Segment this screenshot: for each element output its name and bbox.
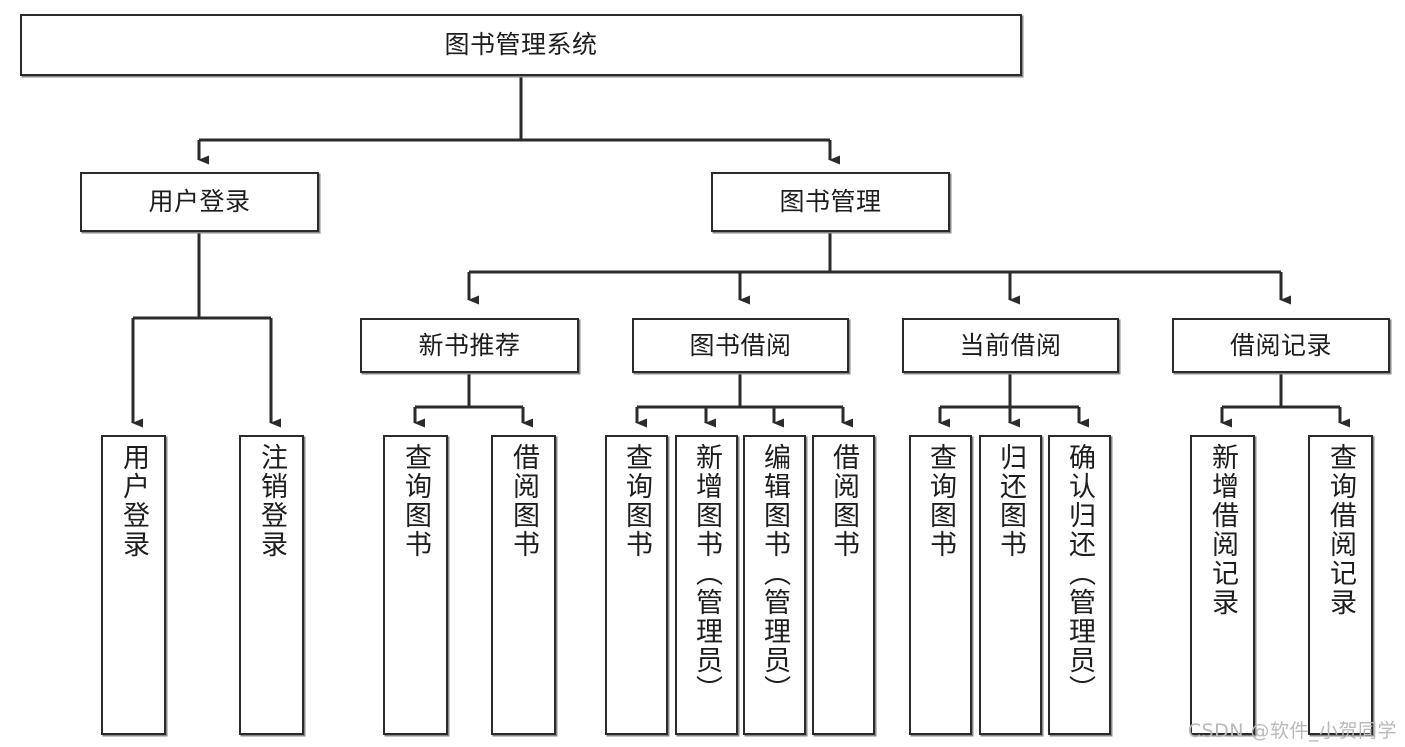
node-book-borrow[interactable]: 图书借阅 bbox=[632, 318, 849, 373]
node-book-borrow-label: 图书借阅 bbox=[689, 330, 792, 360]
node-leaf-borrow-book-label: 借阅图书 bbox=[828, 443, 859, 559]
node-leaf-add-book-admin-label: 新增图书（管理员） bbox=[691, 443, 722, 704]
csdn-watermark: CSDN @软件_小贺同学 bbox=[1187, 720, 1397, 742]
node-root-system-label: 图书管理系统 bbox=[444, 30, 598, 60]
node-leaf-query-borrow-record[interactable]: 查询借阅记录 bbox=[1308, 435, 1373, 735]
node-current-borrow[interactable]: 当前借阅 bbox=[902, 318, 1119, 373]
node-leaf-current-query-book-label: 查询图书 bbox=[925, 443, 956, 559]
node-leaf-borrow-query-book-label: 查询图书 bbox=[621, 443, 652, 559]
node-user-login-label: 用户登录 bbox=[148, 187, 251, 217]
node-leaf-edit-book-admin[interactable]: 编辑图书（管理员） bbox=[743, 435, 806, 735]
node-leaf-query-borrow-record-label: 查询借阅记录 bbox=[1325, 443, 1356, 617]
node-new-book-recommend-label: 新书推荐 bbox=[418, 330, 521, 360]
node-leaf-user-login-label: 用户登录 bbox=[118, 443, 149, 559]
node-leaf-add-borrow-record-label: 新增借阅记录 bbox=[1207, 443, 1238, 617]
node-book-management-label: 图书管理 bbox=[779, 187, 882, 217]
node-book-management[interactable]: 图书管理 bbox=[711, 172, 950, 232]
node-leaf-recommend-borrow-book[interactable]: 借阅图书 bbox=[491, 435, 556, 735]
node-leaf-recommend-query-book[interactable]: 查询图书 bbox=[383, 435, 448, 735]
node-leaf-add-borrow-record[interactable]: 新增借阅记录 bbox=[1190, 435, 1255, 735]
node-leaf-confirm-return-admin-label: 确认归还（管理员） bbox=[1064, 443, 1095, 704]
node-leaf-user-login[interactable]: 用户登录 bbox=[101, 435, 166, 735]
node-leaf-return-book-label: 归还图书 bbox=[995, 443, 1026, 559]
node-leaf-logout-label: 注销登录 bbox=[256, 443, 287, 559]
node-leaf-add-book-admin[interactable]: 新增图书（管理员） bbox=[675, 435, 738, 735]
node-leaf-borrow-query-book[interactable]: 查询图书 bbox=[605, 435, 668, 735]
node-leaf-recommend-borrow-book-label: 借阅图书 bbox=[508, 443, 539, 559]
node-leaf-borrow-book[interactable]: 借阅图书 bbox=[812, 435, 875, 735]
node-leaf-current-query-book[interactable]: 查询图书 bbox=[909, 435, 972, 735]
node-leaf-recommend-query-book-label: 查询图书 bbox=[400, 443, 431, 559]
node-leaf-logout[interactable]: 注销登录 bbox=[239, 435, 304, 735]
node-user-login[interactable]: 用户登录 bbox=[80, 172, 319, 232]
node-leaf-confirm-return-admin[interactable]: 确认归还（管理员） bbox=[1048, 435, 1111, 735]
node-root-system[interactable]: 图书管理系统 bbox=[20, 14, 1022, 76]
node-current-borrow-label: 当前借阅 bbox=[959, 330, 1062, 360]
node-borrow-record-label: 借阅记录 bbox=[1229, 330, 1332, 360]
node-leaf-edit-book-admin-label: 编辑图书（管理员） bbox=[759, 443, 790, 704]
node-borrow-record[interactable]: 借阅记录 bbox=[1172, 318, 1390, 373]
node-leaf-return-book[interactable]: 归还图书 bbox=[979, 435, 1042, 735]
node-new-book-recommend[interactable]: 新书推荐 bbox=[360, 318, 579, 373]
